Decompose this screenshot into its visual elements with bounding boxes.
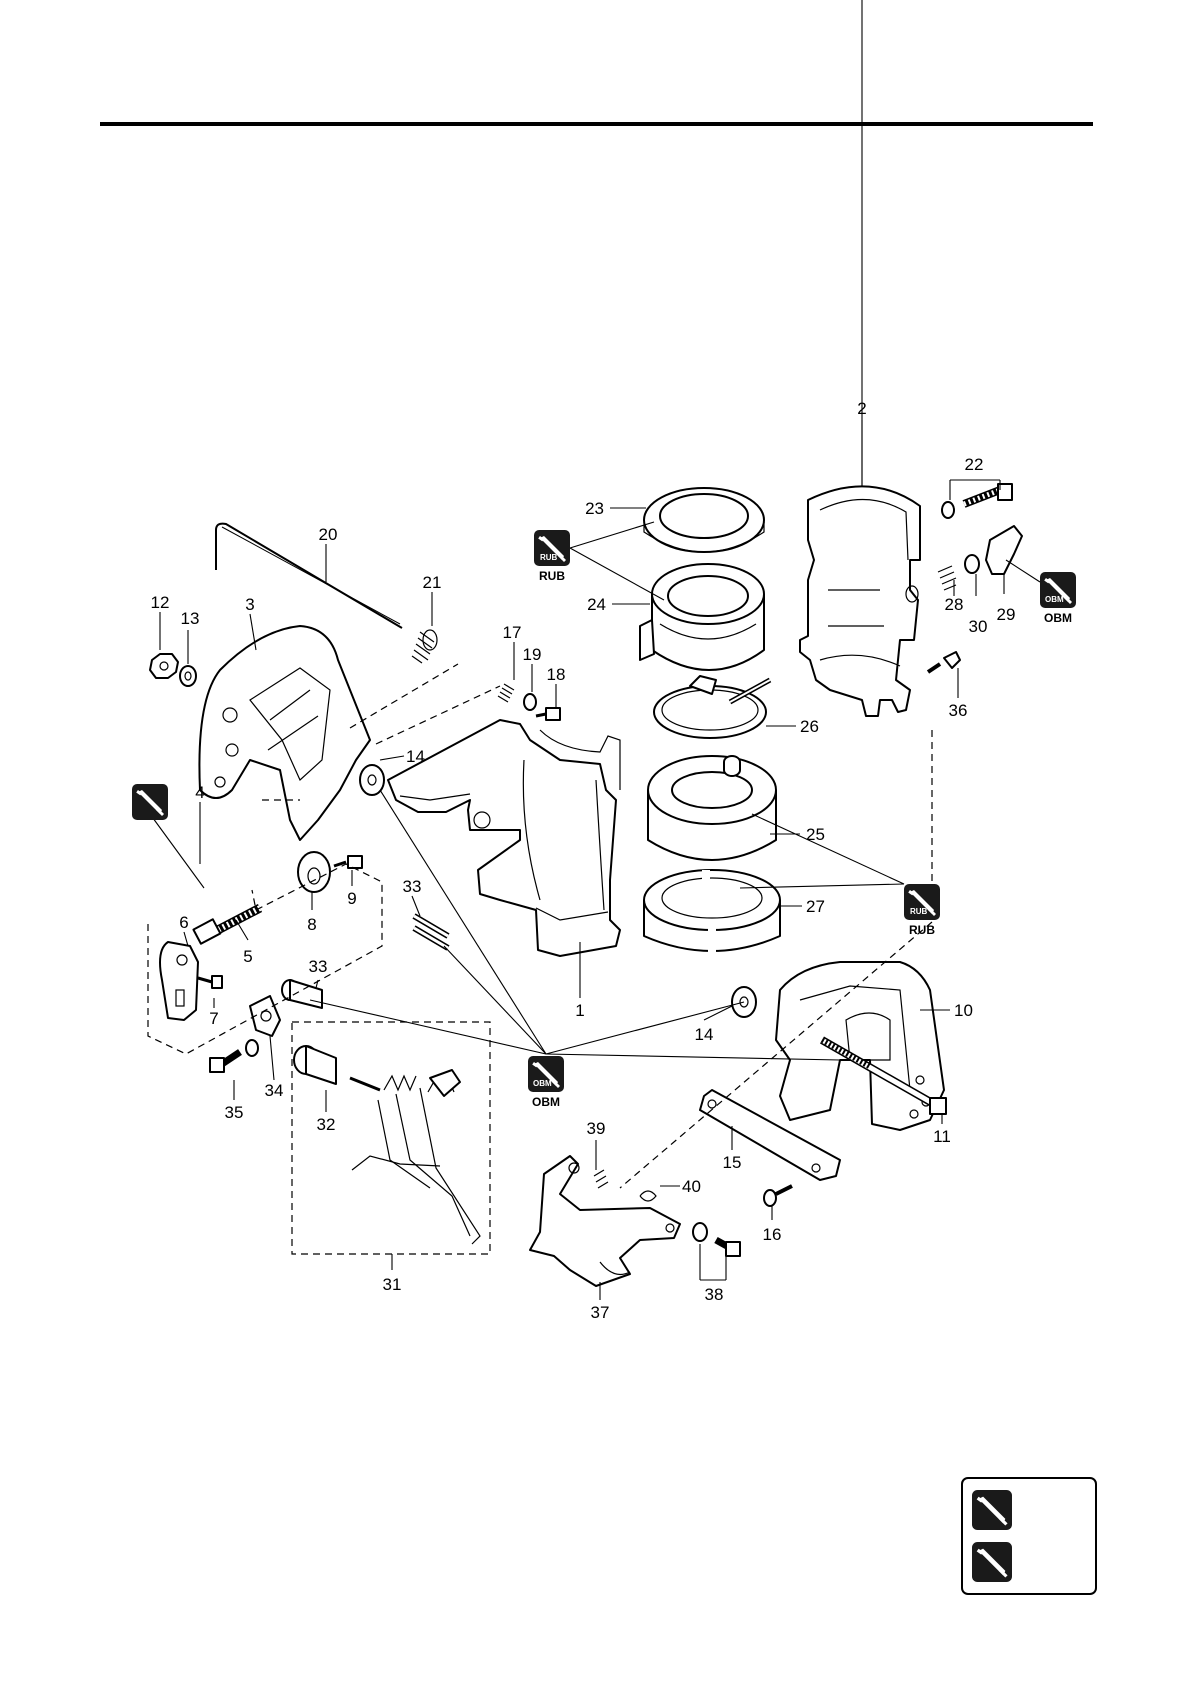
grease-badge-left — [132, 784, 168, 820]
label-part-37: 37 — [591, 1303, 610, 1322]
svg-text:OBM: OBM — [532, 1095, 560, 1109]
part-27-split-ring — [644, 870, 780, 962]
part-26-band-clamp — [654, 676, 770, 738]
legend-box — [962, 1478, 1096, 1594]
svg-text:RUB: RUB — [539, 569, 565, 583]
label-part-34: 34 — [265, 1081, 284, 1100]
label-part-2: 2 — [857, 399, 866, 418]
part-33-pin-upper — [414, 916, 448, 948]
label-part-20: 20 — [319, 525, 338, 544]
part-13-washer — [180, 666, 196, 686]
label-part-12: 12 — [151, 593, 170, 612]
label-part-24: 24 — [587, 595, 606, 614]
part-22-bolt — [942, 484, 1012, 518]
label-part-25: 25 — [806, 825, 825, 844]
part-24-bushing — [640, 564, 764, 670]
part-33-pin-lower — [282, 980, 322, 1008]
label-part-40: 40 — [682, 1177, 701, 1196]
part-10-clamp-bracket — [776, 962, 944, 1130]
label-part-14-lower: 14 — [695, 1025, 714, 1044]
rub-badge-top: RUB RUB — [534, 530, 570, 583]
label-part-18: 18 — [547, 665, 566, 684]
label-part-23: 23 — [585, 499, 604, 518]
label-part-27: 27 — [806, 897, 825, 916]
part-7-screw — [198, 976, 222, 988]
label-part-7: 7 — [209, 1009, 218, 1028]
part-21-spring — [412, 630, 437, 663]
label-part-8: 8 — [307, 915, 316, 934]
part-25-bushing — [648, 756, 776, 860]
part-35-bolt — [210, 1040, 258, 1072]
label-part-29: 29 — [997, 605, 1016, 624]
part-40-clip — [640, 1191, 656, 1201]
label-part-4: 4 — [195, 783, 204, 802]
guide-line-2 — [350, 664, 458, 728]
label-part-17: 17 — [503, 623, 522, 642]
part-20-rod — [216, 524, 402, 628]
label-part-31: 31 — [383, 1275, 402, 1294]
label-part-9: 9 — [347, 889, 356, 908]
label-part-5: 5 — [243, 947, 252, 966]
svg-text:OBM: OBM — [533, 1079, 552, 1088]
part-23-ring — [644, 488, 764, 552]
grease-gun-icon — [132, 784, 168, 820]
part-17-spring — [498, 684, 514, 702]
label-part-10: 10 — [954, 1001, 973, 1020]
svg-text:OBM: OBM — [1045, 595, 1064, 604]
label-part-3: 3 — [245, 595, 254, 614]
part-19-washer — [524, 694, 536, 710]
obm-badge-center: OBM OBM — [528, 1056, 564, 1109]
label-part-13: 13 — [181, 609, 200, 628]
label-part-15: 15 — [723, 1153, 742, 1172]
svg-text:RUB: RUB — [910, 907, 928, 916]
part-31-tilt-lever-assembly — [352, 1070, 480, 1244]
label-part-35: 35 — [225, 1103, 244, 1122]
label-part-6: 6 — [179, 913, 188, 932]
part-12-nut — [150, 654, 178, 678]
rub-badge-right: RUB RUB — [904, 884, 940, 937]
svg-text:RUB: RUB — [540, 553, 558, 562]
part-2-steering-bracket — [800, 486, 920, 716]
label-part-22: 22 — [965, 455, 984, 474]
label-part-33-upper: 33 — [403, 877, 422, 896]
part-36-grease-nipple — [928, 652, 960, 672]
svg-text:OBM: OBM — [1044, 611, 1072, 625]
part-30-washer — [965, 555, 979, 573]
part-28-spring — [938, 566, 956, 590]
label-part-26: 26 — [800, 717, 819, 736]
legend-grease-icon-1 — [972, 1490, 1012, 1530]
part-3-clamp-bracket — [199, 626, 370, 840]
part-16-screw — [764, 1186, 792, 1206]
label-part-39: 39 — [587, 1119, 606, 1138]
legend-grease-icon-2 — [972, 1542, 1012, 1582]
part-5-bolt — [193, 908, 260, 944]
label-part-32: 32 — [317, 1115, 336, 1134]
label-part-14-upper: 14 — [406, 747, 425, 766]
label-part-1: 1 — [575, 1001, 584, 1020]
label-part-11: 11 — [933, 1127, 951, 1146]
label-part-36: 36 — [949, 701, 968, 720]
part-6-plate — [160, 942, 198, 1020]
part-32-pin — [294, 1046, 380, 1090]
label-part-30: 30 — [969, 617, 988, 636]
svg-text:RUB: RUB — [909, 923, 935, 937]
obm-badge-right: OBM OBM — [1040, 572, 1076, 625]
label-part-33-lower: 33 — [309, 957, 328, 976]
part-9-screw — [334, 856, 362, 868]
part-18-screw — [536, 708, 560, 720]
label-part-16: 16 — [763, 1225, 782, 1244]
label-part-38: 38 — [705, 1285, 724, 1304]
label-part-21: 21 — [423, 573, 442, 592]
part-37-tilt-lever — [530, 1156, 680, 1286]
label-part-19: 19 — [523, 645, 542, 664]
part-39-spring — [594, 1170, 608, 1188]
label-part-28: 28 — [945, 595, 964, 614]
